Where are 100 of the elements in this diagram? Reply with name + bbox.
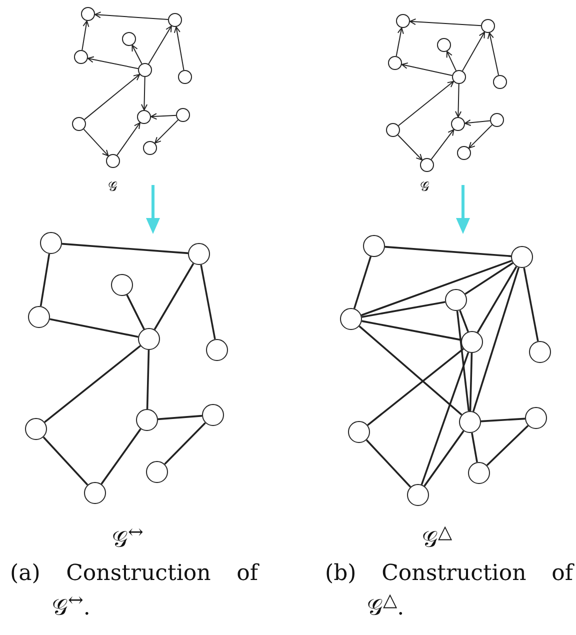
edge-line <box>44 345 141 423</box>
edge-line <box>486 425 529 466</box>
arrow <box>154 119 179 144</box>
graph-vertex <box>106 154 120 168</box>
edge-line <box>362 301 446 318</box>
graph-label: 𝒢$^{↔}$ <box>112 522 144 552</box>
graph-vertex <box>138 328 160 350</box>
edge-line <box>469 352 473 412</box>
edge-line <box>361 260 512 316</box>
graph-vertex <box>468 462 490 484</box>
arrow <box>487 32 500 76</box>
arrow <box>82 20 90 51</box>
graph-vertex <box>386 123 400 137</box>
arrow <box>84 74 140 120</box>
graph-vertex <box>74 50 88 64</box>
arrow <box>398 80 454 126</box>
edge-line <box>362 320 462 341</box>
graph-vertex <box>388 56 402 70</box>
graph-vertex <box>202 404 224 426</box>
arrow <box>454 84 462 118</box>
arrow <box>410 18 482 26</box>
graph-vertex <box>206 339 228 361</box>
graph-vertex <box>138 63 152 77</box>
edge-line <box>523 268 539 342</box>
edge-line <box>384 246 512 258</box>
edge-line <box>480 418 526 422</box>
graph-vertex <box>143 141 157 155</box>
graph-vertex <box>137 110 151 124</box>
graph-vertex <box>178 70 192 84</box>
graph-vertex <box>396 14 410 28</box>
edge-line <box>158 414 202 420</box>
edge-line <box>42 436 88 486</box>
edge-line <box>464 262 514 295</box>
graph-vertex <box>72 117 86 131</box>
edge-line <box>40 254 50 306</box>
graph-vertex <box>459 411 481 433</box>
graph-vertex <box>511 246 533 268</box>
edge-line <box>424 430 464 487</box>
graph-label: 𝒢 <box>108 180 117 195</box>
graph-vertex <box>122 32 136 46</box>
edge-line <box>164 422 206 465</box>
graph-vertex <box>28 306 50 328</box>
graph-vertex <box>451 117 465 131</box>
graph-vertex <box>481 19 495 33</box>
graph-vertex <box>188 243 210 265</box>
graph-vertex <box>136 409 158 431</box>
graph-vertex <box>84 482 106 504</box>
graph-vertex <box>457 146 471 160</box>
graph-vertex <box>168 13 182 27</box>
graph-vertex <box>176 108 190 122</box>
graph-vertex <box>81 7 95 21</box>
edge-line <box>62 242 188 254</box>
edge-line <box>358 326 462 416</box>
graph-vertex <box>407 484 429 506</box>
arrow <box>94 12 169 20</box>
graph-vertex <box>452 70 466 84</box>
edge-line <box>476 266 518 333</box>
graph-vertex <box>461 331 483 353</box>
graph-vertex <box>111 274 133 296</box>
arrow <box>396 27 404 57</box>
graph-vertex <box>445 289 467 311</box>
graph-vertex <box>525 407 547 429</box>
graph-vertex <box>420 158 434 172</box>
edge-line <box>50 318 138 338</box>
graph-vertex <box>340 308 362 330</box>
graph-vertex <box>437 38 451 52</box>
arrow <box>83 128 109 156</box>
subfigure-caption: (b) Construction of 𝒢$^{△}$. <box>325 560 573 622</box>
graph-label: 𝒢$^{△}$ <box>422 522 452 552</box>
arrow <box>132 44 142 64</box>
graph-vertex <box>348 421 370 443</box>
arrow <box>397 134 423 160</box>
edge-line <box>200 264 216 340</box>
graph-vertex <box>490 113 504 127</box>
edge-line <box>154 263 194 330</box>
edge-line <box>472 267 520 412</box>
graph-vertex <box>146 461 168 483</box>
arrow <box>401 62 453 76</box>
subfigure-caption: (a) Construction of 𝒢$^{↔}$. <box>10 560 258 622</box>
edge-line <box>100 428 142 485</box>
arrow <box>174 26 184 71</box>
arrow <box>464 119 491 126</box>
edge-line <box>353 256 372 309</box>
graph-vertex <box>363 235 385 257</box>
arrow <box>446 50 457 72</box>
edge-line <box>367 348 464 426</box>
edge-line <box>456 310 470 412</box>
edge-line <box>459 310 469 332</box>
edge-line <box>146 350 150 410</box>
arrow <box>148 26 172 64</box>
edge-line <box>420 352 470 485</box>
graph-label: 𝒢 <box>420 180 429 195</box>
arrow <box>468 124 493 149</box>
graph-vertex <box>25 418 47 440</box>
edge-line <box>366 439 412 488</box>
graph-vertex <box>493 75 507 89</box>
arrow <box>140 76 148 110</box>
edge-line <box>126 294 145 330</box>
arrow <box>462 32 486 72</box>
arrow <box>150 113 176 120</box>
